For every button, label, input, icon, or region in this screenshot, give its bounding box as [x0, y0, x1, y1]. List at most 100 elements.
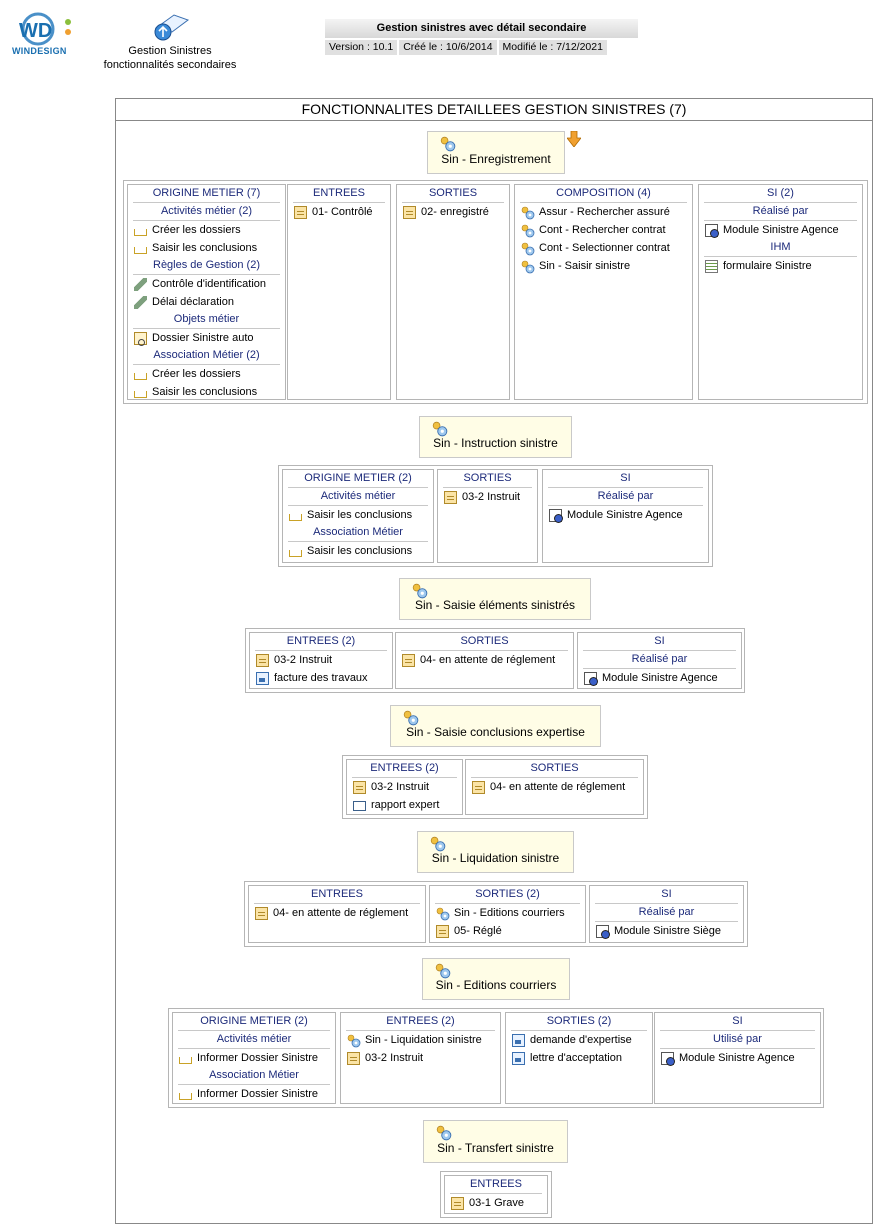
main-frame: FONCTIONNALITES DETAILLEES GESTION SINIS… — [115, 98, 873, 1224]
group-subheader: Objets métier — [133, 311, 280, 329]
list-item[interactable]: 02- enregistré — [397, 203, 509, 221]
item-label: formulaire Sinistre — [723, 260, 812, 272]
list-item[interactable]: 04- en attente de réglement — [249, 904, 425, 922]
process-title: Sin - Liquidation sinistre — [431, 851, 560, 865]
process-gear-icon — [430, 836, 446, 852]
item-label: 03-2 Instruit — [371, 781, 430, 793]
group-subheader: Réalisé par — [704, 203, 857, 221]
list-item[interactable]: Créer les dossiers — [128, 221, 285, 239]
module-icon — [596, 924, 610, 939]
item-label: rapport expert — [371, 799, 440, 811]
open-folder-icon — [289, 514, 302, 521]
list-item[interactable]: 03-2 Instruit — [438, 488, 537, 506]
list-item[interactable]: Cont - Rechercher contrat — [515, 221, 692, 239]
process-title-box[interactable]: Sin - Editions courriers — [422, 958, 570, 1000]
list-item[interactable]: Module Sinistre Agence — [543, 506, 708, 524]
process-gear-icon — [432, 421, 448, 437]
model-name-line1: Gestion Sinistres — [128, 45, 212, 57]
list-item[interactable]: 03-2 Instruit — [250, 651, 392, 669]
column-header: SI (2) — [704, 185, 857, 203]
list-item[interactable]: Sin - Saisir sinistre — [515, 257, 692, 275]
list-item[interactable]: Cont - Selectionner contrat — [515, 239, 692, 257]
list-item[interactable]: Informer Dossier Sinistre — [173, 1085, 335, 1103]
list-item[interactable]: Dossier Sinistre auto — [128, 329, 285, 347]
list-item[interactable]: Saisir les conclusions — [128, 383, 285, 401]
detail-column: ENTREES (2) 03-2 Instruit facture des trav… — [249, 632, 393, 689]
list-item[interactable]: 04- en attente de réglement — [396, 651, 573, 669]
module-icon — [661, 1051, 675, 1066]
directory-icon — [353, 801, 366, 811]
list-item[interactable]: rapport expert — [347, 796, 462, 814]
column-header: SI — [583, 633, 736, 651]
model-link[interactable]: Gestion Sinistres fonctionnalités second… — [100, 12, 240, 72]
item-label: 03-1 Grave — [469, 1197, 525, 1209]
item-label: 03-2 Instruit — [274, 654, 333, 666]
list-item[interactable]: Contrôle d'identification — [128, 275, 285, 293]
list-item[interactable]: Informer Dossier Sinistre — [173, 1049, 335, 1067]
group-subheader: Association Métier — [288, 524, 428, 542]
list-item[interactable]: Module Sinistre Agence — [578, 669, 741, 687]
detail-column: ENTREES (2) 03-2 Instruit rapport expert — [346, 759, 463, 815]
list-item[interactable]: facture des travaux — [250, 669, 392, 687]
model-icon — [154, 14, 190, 41]
process-title: Sin - Editions courriers — [435, 978, 557, 992]
item-label: Module Sinistre Agence — [602, 672, 718, 684]
process-title-box[interactable]: Sin - Saisie conclusions expertise — [390, 705, 601, 747]
item-label: lettre d'acceptation — [530, 1052, 622, 1064]
item-label: Délai déclaration — [152, 296, 234, 308]
list-item[interactable]: 01- Contrôlé — [288, 203, 390, 221]
list-item[interactable]: Sin - Editions courriers — [430, 904, 585, 922]
column-header: SORTIES (2) — [511, 1013, 647, 1031]
list-item[interactable]: 03-2 Instruit — [341, 1049, 500, 1067]
item-label: 05- Réglé — [454, 925, 502, 937]
column-header: ENTREES (2) — [255, 633, 387, 651]
list-item[interactable]: Saisir les conclusions — [283, 542, 433, 560]
column-header: ORIGINE METIER (2) — [288, 470, 428, 488]
process-title-box[interactable]: Sin - Instruction sinistre — [419, 416, 572, 458]
column-header: ORIGINE METIER (2) — [178, 1013, 330, 1031]
list-item[interactable]: 05- Réglé — [430, 922, 585, 940]
process-title: Sin - Instruction sinistre — [433, 436, 558, 450]
list-item[interactable]: 03-1 Grave — [445, 1194, 547, 1212]
state-folder-icon — [353, 780, 366, 794]
column-header: ENTREES (2) — [352, 760, 457, 778]
process-title-box[interactable]: Sin - Saisie éléments sinistrés — [399, 578, 591, 620]
process-gear-icon — [436, 1125, 452, 1141]
list-item[interactable]: Assur - Rechercher assuré — [515, 203, 692, 221]
module-icon — [549, 508, 563, 523]
list-item[interactable]: Créer les dossiers — [128, 365, 285, 383]
state-folder-icon — [403, 205, 416, 219]
list-item[interactable]: demande d'expertise — [506, 1031, 652, 1049]
gear-icon — [521, 242, 535, 255]
detail-column: COMPOSITION (4)Assur - Rechercher assuré… — [514, 184, 693, 400]
list-item[interactable]: Module Sinistre Agence — [699, 221, 862, 239]
list-item[interactable]: Saisir les conclusions — [283, 506, 433, 524]
item-label: 03-2 Instruit — [365, 1052, 424, 1064]
arrow-down-icon[interactable] — [567, 131, 581, 147]
list-item[interactable]: 03-2 Instruit — [347, 778, 462, 796]
process-title-box[interactable]: Sin - Liquidation sinistre — [417, 831, 574, 873]
item-label: Module Sinistre Agence — [567, 509, 683, 521]
item-label: Sin - Saisir sinistre — [539, 260, 631, 272]
process-gear-icon — [403, 710, 419, 726]
process-detail-table: ENTREES (2) 03-2 Instruit facture des trav… — [245, 628, 745, 693]
process-title-box[interactable]: Sin - Transfert sinistre — [423, 1120, 568, 1163]
document-icon — [512, 1033, 525, 1047]
state-folder-icon — [444, 490, 457, 504]
list-item[interactable]: Module Sinistre Siège — [590, 922, 743, 940]
list-item[interactable]: formulaire Sinistre — [699, 257, 862, 275]
list-item[interactable]: 04- en attente de réglement — [466, 778, 643, 796]
list-item[interactable]: Délai déclaration — [128, 293, 285, 311]
column-header: SORTIES (2) — [435, 886, 580, 904]
list-item[interactable]: Saisir les conclusions — [128, 239, 285, 257]
list-item[interactable]: Sin - Liquidation sinistre — [341, 1031, 500, 1049]
document-info: Gestion sinistres avec détail secondaire… — [325, 19, 638, 57]
list-item[interactable]: Module Sinistre Agence — [655, 1049, 820, 1067]
list-item[interactable]: lettre d'acceptation — [506, 1049, 652, 1067]
process-title-box[interactable]: Sin - Enregistrement — [427, 131, 565, 174]
